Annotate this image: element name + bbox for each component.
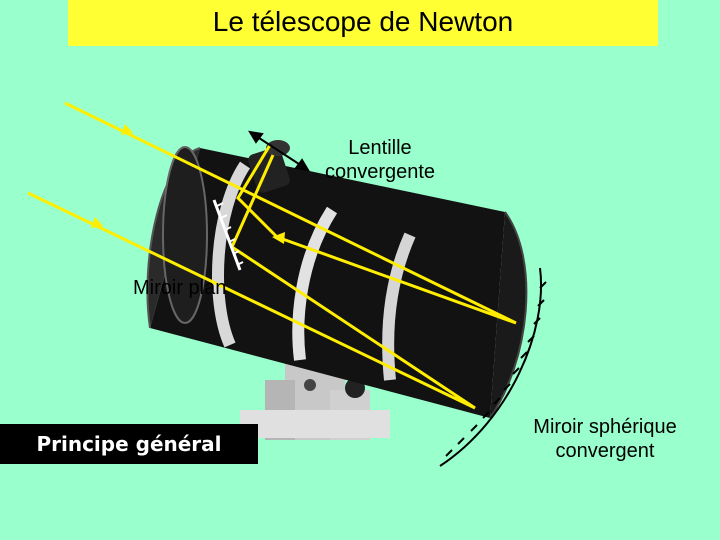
mirror-hatch-icon bbox=[216, 202, 244, 266]
ray-bottom bbox=[27, 154, 476, 410]
label-lentille-convergente: Lentille convergente bbox=[300, 136, 460, 184]
spherical-mirror bbox=[439, 267, 547, 467]
label-miroir-plan: Miroir plan bbox=[133, 277, 227, 299]
page-title: Le télescope de Newton bbox=[212, 6, 514, 37]
arrow-reflected bbox=[272, 232, 285, 244]
mirror-hatch-icon bbox=[445, 281, 547, 457]
label-miroir-spherique: Miroir sphérique convergent bbox=[500, 415, 710, 463]
telescope-tube bbox=[146, 140, 528, 419]
ray-arrows bbox=[91, 124, 285, 244]
label-line: Miroir sphérique bbox=[533, 416, 677, 438]
arrow-ray-top bbox=[121, 124, 133, 135]
caption-principe-general: Principe général bbox=[0, 424, 258, 464]
label-line: Lentille bbox=[348, 137, 412, 159]
title-box: Le télescope de Newton bbox=[68, 0, 658, 46]
double-arrow-icon bbox=[248, 130, 310, 172]
label-line: convergente bbox=[324, 161, 436, 183]
flat-mirror bbox=[212, 199, 244, 271]
label-line: convergent bbox=[555, 440, 655, 462]
arrow-ray-bottom bbox=[91, 217, 103, 228]
